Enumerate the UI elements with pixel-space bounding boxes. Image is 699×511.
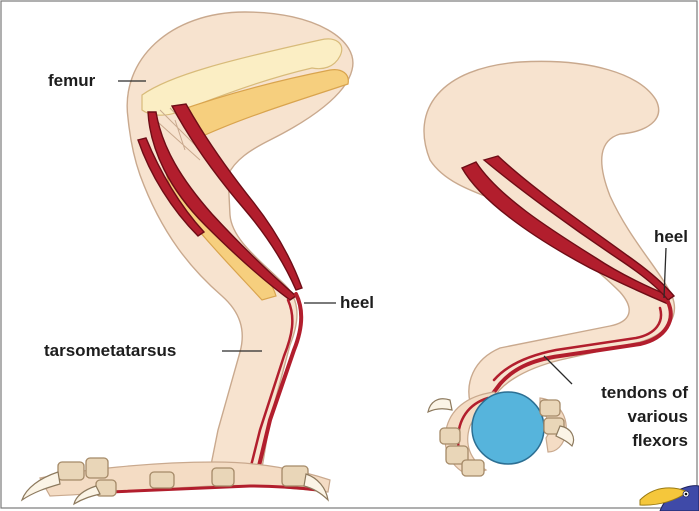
tarsometatarsus-label: tarsometatarsus bbox=[44, 341, 176, 360]
tendons-label-line2: various bbox=[628, 407, 688, 426]
heel-right-label: heel bbox=[654, 227, 688, 246]
right-toe-scale bbox=[440, 428, 460, 444]
left-toe-scale bbox=[58, 462, 84, 480]
femur-label: femur bbox=[48, 71, 96, 90]
tendons-label-line3: flexors bbox=[632, 431, 688, 450]
right-toe-scale bbox=[462, 460, 484, 476]
right-claw bbox=[428, 399, 452, 412]
heel-left-label: heel bbox=[340, 293, 374, 312]
bird-mascot-icon bbox=[640, 486, 699, 511]
left-toe-scale bbox=[212, 468, 234, 486]
left-toe-scale bbox=[150, 472, 174, 488]
tendons-label-line1: tendons of bbox=[601, 383, 688, 402]
right-toe-scale bbox=[540, 400, 560, 416]
perch-ball bbox=[472, 392, 544, 464]
left-toe-scale bbox=[86, 458, 108, 478]
